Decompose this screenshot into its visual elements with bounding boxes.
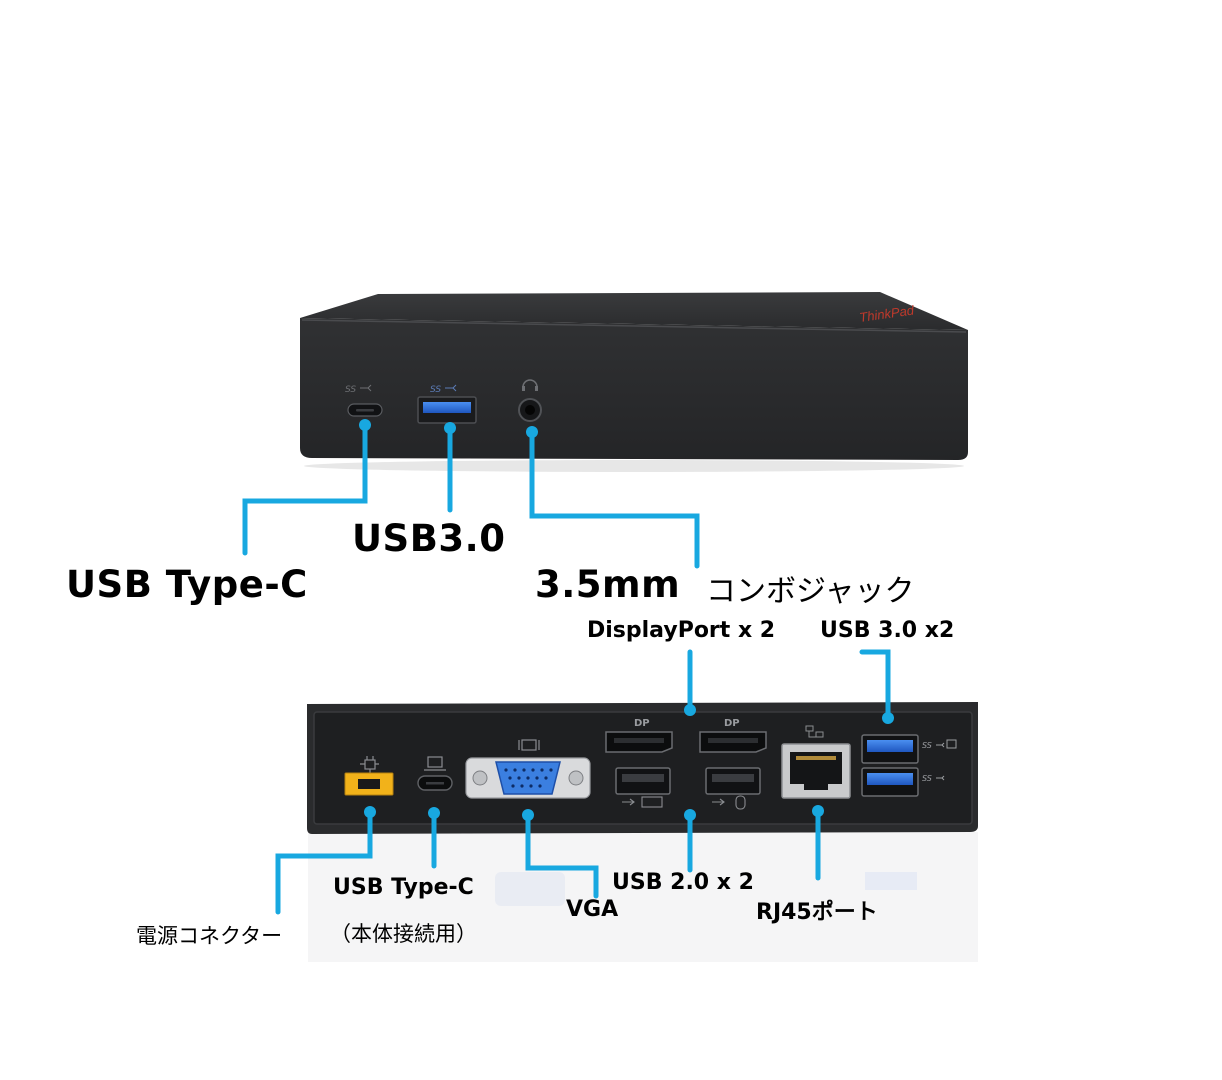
rear-usb20-port-2[interactable] <box>705 767 761 810</box>
charge-icon <box>946 739 957 749</box>
rear-usb30-x2-label: USB 3.0 x2 <box>820 618 955 643</box>
rear-usb20-label: USB 2.0 x 2 <box>612 870 754 895</box>
power-plug-icon <box>360 756 379 773</box>
usb30-x2-leader-line <box>859 649 891 719</box>
rear-usb-c-port[interactable] <box>417 756 453 791</box>
monitor-icon <box>518 739 540 751</box>
audio-leader-line <box>529 429 700 569</box>
front-dock-front-face <box>300 318 968 460</box>
rear-usb-type-c-label: USB Type-C <box>333 875 474 900</box>
front-dock-top-surface <box>300 292 968 330</box>
front-dock-device: ThinkPad SS SS <box>300 292 968 472</box>
displayport-1-marking: DP <box>634 718 650 729</box>
rear-power-label: 電源コネクター <box>136 924 283 948</box>
rear-leader-lines <box>275 649 894 915</box>
front-usb-c-ss-marking: SS <box>345 385 356 395</box>
laptop-icon <box>424 756 446 771</box>
rear-rj45-label: RJ45ポート <box>756 900 878 925</box>
rear-rj45-port[interactable] <box>781 725 851 799</box>
usb-c-leader-line <box>242 422 368 556</box>
usb30-x2-leader-dot <box>882 712 894 724</box>
power-leader-line <box>275 809 373 915</box>
rear-power-connector[interactable] <box>344 756 394 796</box>
rear-usb20-port-1[interactable] <box>615 767 671 808</box>
rear-vga-label: VGA <box>566 897 619 922</box>
mouse-icon <box>712 795 746 810</box>
rear-usb-type-c-note: （本体接続用） <box>330 922 477 946</box>
displayport-leader-dot <box>684 704 696 716</box>
front-usb30-port[interactable]: SS <box>417 384 477 424</box>
network-icon <box>805 725 824 738</box>
keyboard-icon <box>622 796 663 808</box>
rear-usb30-port-1[interactable]: SS <box>861 734 957 764</box>
rear-vga-port[interactable] <box>465 739 591 799</box>
rear-displayport-1[interactable]: DP <box>605 718 673 753</box>
headphone-icon <box>522 379 538 391</box>
front-usb-a-ss-marking: SS <box>430 385 441 395</box>
usb30-bottom-ss-marking: SS <box>922 774 932 783</box>
front-leader-lines <box>242 419 700 569</box>
vga-leader-line <box>525 812 599 899</box>
front-usb30-label: USB3.0 <box>352 517 506 560</box>
rear-dock-device: DP DP <box>307 702 978 962</box>
rear-displayport-2[interactable]: DP <box>699 718 767 753</box>
usb30-top-ss-marking: SS <box>922 741 932 750</box>
front-usb-type-c-label: USB Type-C <box>66 563 308 606</box>
displayport-2-marking: DP <box>724 718 740 729</box>
front-audio-name-label: コンボジャック <box>706 574 915 609</box>
rear-displayport-label: DisplayPort x 2 <box>587 618 776 643</box>
rear-usb30-port-2[interactable]: SS <box>861 767 945 797</box>
front-usb-c-port[interactable]: SS <box>345 384 383 417</box>
front-audio-jack[interactable] <box>518 379 542 422</box>
front-audio-size-label: 3.5mm <box>535 563 681 606</box>
